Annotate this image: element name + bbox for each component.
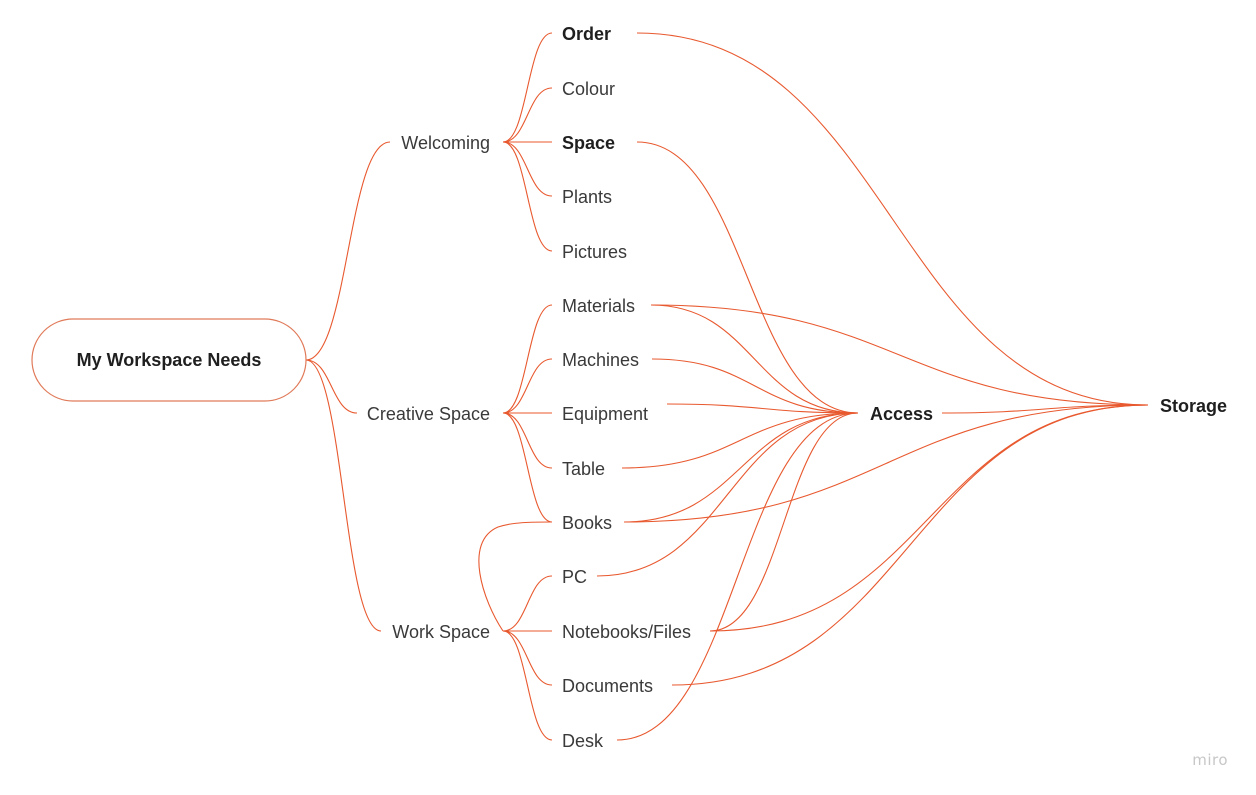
- root-node[interactable]: My Workspace Needs: [31, 318, 307, 402]
- leaf-notebooks-files[interactable]: Notebooks/Files: [562, 622, 691, 642]
- root-node-shape: [31, 318, 307, 402]
- link-creative-books: [502, 412, 553, 523]
- link-creative-materials: [502, 304, 553, 414]
- leaf-order[interactable]: Order: [562, 24, 611, 44]
- leaf-pictures[interactable]: Pictures: [562, 242, 627, 262]
- link-equipment-access: [666, 403, 859, 414]
- link-work-pc: [502, 575, 553, 632]
- link-space-access: [636, 141, 859, 414]
- branch-creative-space[interactable]: Creative Space: [367, 404, 490, 424]
- leaf-pc[interactable]: PC: [562, 567, 587, 587]
- leaf-desk[interactable]: Desk: [562, 731, 604, 751]
- link-books-access: [623, 412, 859, 523]
- link-desk-access: [616, 412, 859, 741]
- link-materials-storage: [650, 304, 1149, 406]
- link-work-documents: [502, 630, 553, 686]
- link-root-welcoming: [305, 141, 391, 361]
- link-access-storage: [941, 404, 1149, 414]
- link-notebooks-storage: [709, 404, 1149, 632]
- leaf-documents[interactable]: Documents: [562, 676, 653, 696]
- link-work-books: [478, 521, 553, 632]
- link-welcoming-colour: [502, 87, 553, 143]
- link-books-storage: [623, 404, 1149, 523]
- link-pc-access: [596, 412, 859, 577]
- link-welcoming-order: [502, 32, 553, 143]
- link-documents-storage: [671, 404, 1149, 686]
- leaf-space[interactable]: Space: [562, 133, 615, 153]
- leaf-books[interactable]: Books: [562, 513, 612, 533]
- leaf-equipment[interactable]: Equipment: [562, 404, 648, 424]
- hub-access[interactable]: Access: [870, 404, 933, 424]
- link-notebooks-access: [709, 412, 859, 632]
- root-node-label: My Workspace Needs: [77, 350, 262, 370]
- leaf-colour[interactable]: Colour: [562, 79, 615, 99]
- link-work-desk: [502, 630, 553, 741]
- leaf-table[interactable]: Table: [562, 459, 605, 479]
- leaf-plants[interactable]: Plants: [562, 187, 612, 207]
- link-welcoming-plants: [502, 141, 553, 197]
- link-order-storage: [636, 32, 1149, 406]
- link-machines-access: [651, 358, 859, 414]
- branch-welcoming[interactable]: Welcoming: [401, 133, 490, 153]
- link-welcoming-pictures: [502, 141, 553, 252]
- leaf-materials[interactable]: Materials: [562, 296, 635, 316]
- connector-lines: [305, 32, 1149, 741]
- miro-watermark: miro: [1192, 751, 1228, 769]
- link-table-access: [621, 412, 859, 469]
- hub-storage[interactable]: Storage: [1160, 396, 1227, 416]
- branch-work-space[interactable]: Work Space: [392, 622, 490, 642]
- link-creative-machines: [502, 358, 553, 414]
- leaf-machines[interactable]: Machines: [562, 350, 639, 370]
- link-root-work: [305, 359, 382, 632]
- link-creative-table: [502, 412, 553, 469]
- link-root-creative: [305, 359, 358, 414]
- link-materials-access: [650, 304, 859, 414]
